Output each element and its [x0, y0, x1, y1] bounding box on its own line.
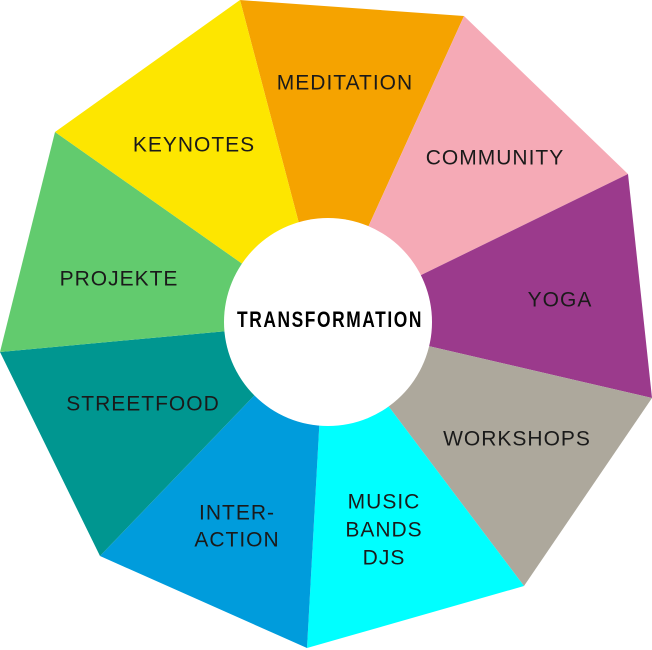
label-community: COMMUNITY [426, 147, 565, 170]
label-yoga: YOGA [528, 289, 593, 312]
label-meditation: MEDITATION [277, 72, 413, 95]
segment-yoga [325, 174, 652, 398]
label-workshops: WORKSHOPS [443, 428, 591, 451]
segment-meditation [240, 0, 464, 322]
segment-keynotes [55, 0, 325, 322]
label-djs: DJS [363, 547, 406, 570]
label-streetfood: STREETFOOD [66, 393, 220, 416]
label-keynotes: KEYNOTES [133, 134, 255, 157]
label-bands: BANDS [345, 519, 422, 542]
label-inter: INTER- [199, 502, 275, 525]
label-music: MUSIC [348, 491, 421, 514]
label-action: ACTION [194, 529, 279, 552]
center-label-transformation: TRANSFORMATION [237, 307, 423, 332]
center-circle [224, 218, 432, 426]
segment-community [325, 16, 628, 322]
label-projekte: PROJEKTE [60, 268, 179, 291]
